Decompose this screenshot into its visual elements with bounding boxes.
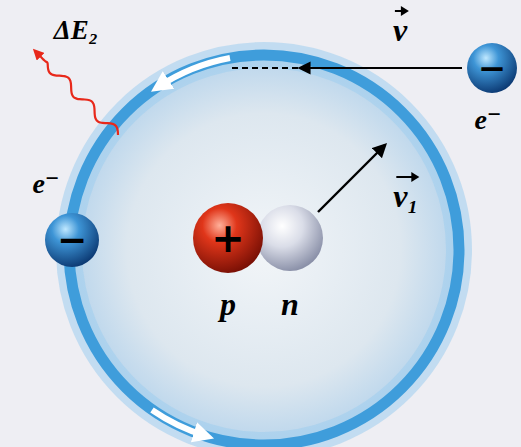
- motion-arrow: [158, 58, 230, 87]
- particle-shape: [257, 205, 323, 271]
- motion-arrow: [152, 410, 206, 436]
- vector-arrow: [396, 176, 416, 178]
- electron: −e⁻: [467, 43, 517, 93]
- charge-sign: −: [57, 222, 87, 258]
- trajectory-dash: [232, 67, 298, 69]
- particle-name: n: [281, 288, 299, 320]
- charge-sign: −: [478, 51, 507, 85]
- charge-sign: +: [211, 218, 245, 258]
- velocity-label: v₁: [393, 180, 418, 212]
- particle-sphere: [467, 43, 517, 93]
- orbit-interior: [69, 55, 459, 445]
- particle-name: e⁻: [474, 106, 501, 134]
- velocity-label: v: [393, 14, 407, 46]
- particle-sphere: [193, 203, 263, 273]
- particle-name: p: [220, 288, 236, 320]
- velocity-arrow: [300, 67, 462, 69]
- proton: +p: [193, 203, 263, 273]
- particle-name: e⁻: [32, 170, 59, 198]
- orbit-ring: [69, 55, 459, 445]
- electron: −e⁻: [45, 213, 99, 267]
- particle-sphere: [45, 213, 99, 267]
- neutron: n: [257, 205, 323, 271]
- velocity-arrow: [318, 145, 385, 212]
- orbit-glow: [69, 55, 459, 445]
- vector-arrow: [395, 10, 406, 12]
- energy-label: ΔE₂: [54, 17, 98, 44]
- photon-wave: [36, 52, 118, 135]
- particle-sphere: [257, 205, 323, 271]
